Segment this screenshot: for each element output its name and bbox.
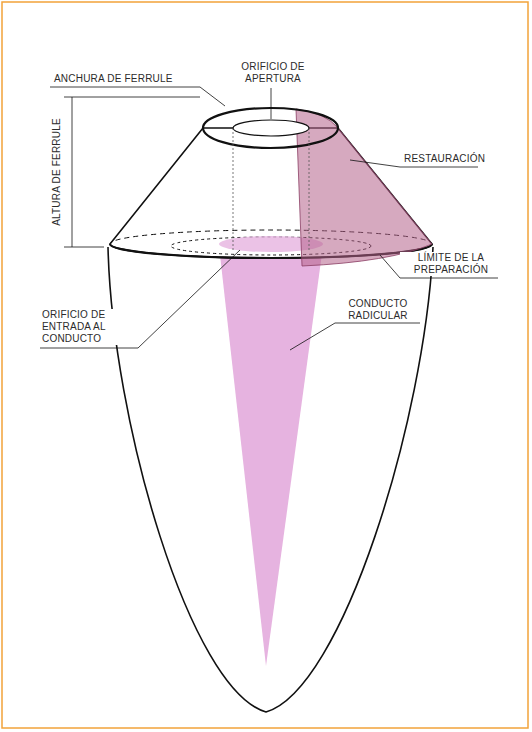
part-label: RESTAURACIÓN (402, 153, 496, 165)
leader-line (290, 323, 420, 350)
leader-line (40, 250, 240, 348)
part-label: ANCHURA DE FERRULE (52, 73, 196, 85)
part-label: CONDUCTO RADICULAR (334, 298, 422, 322)
dimension-line (72, 97, 73, 247)
root-outline (108, 247, 433, 712)
part-label: ORIFICIO DE ENTRADA AL CONDUCTO (40, 309, 124, 345)
hole-projection (309, 128, 310, 250)
access-orifice (233, 120, 309, 136)
extension-line (64, 97, 200, 98)
extension-line (64, 247, 104, 248)
hole-projection (233, 128, 234, 250)
ferrule-top (203, 108, 338, 148)
part-label: ORIFICIO DE APERTURA (234, 61, 312, 85)
leader-line (271, 88, 272, 119)
leader-line (50, 87, 225, 106)
part-label: LÍMITE DE LA PREPARACIÓN (400, 252, 502, 276)
root-canal (219, 246, 323, 666)
dimension-label: ALTURA DE FERRULE (51, 116, 63, 228)
